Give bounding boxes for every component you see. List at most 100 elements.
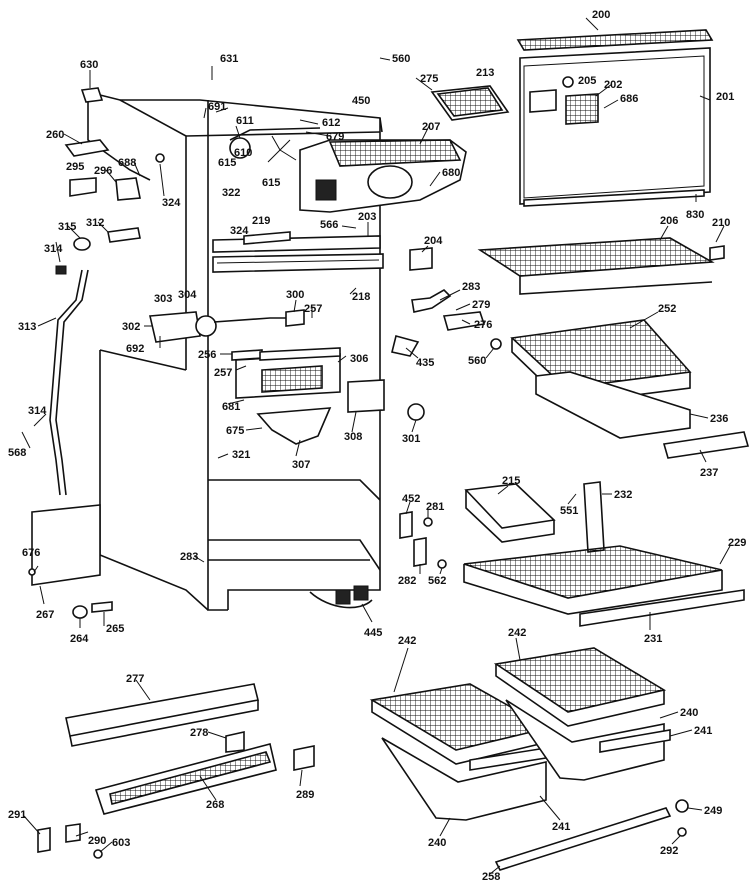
callout-295: 295 — [66, 161, 84, 173]
callout-322: 322 — [222, 187, 240, 199]
hinge-parts-left — [55, 87, 165, 275]
callout-265: 265 — [106, 623, 124, 635]
callout-201: 201 — [716, 91, 734, 103]
callout-202: 202 — [604, 79, 622, 91]
callout-435: 435 — [416, 357, 434, 369]
callout-277: 277 — [126, 673, 144, 685]
rail-hardware — [675, 799, 689, 837]
callout-232: 232 — [614, 489, 632, 501]
callout-301: 301 — [402, 433, 420, 445]
callout-240-lower: 240 — [428, 837, 446, 849]
chill-drawer — [510, 319, 750, 459]
callout-289: 289 — [296, 789, 314, 801]
callout-566: 566 — [320, 219, 338, 231]
callout-304: 304 — [178, 289, 197, 301]
freezer-shelf — [477, 237, 725, 295]
callout-242-left: 242 — [398, 635, 416, 647]
callout-560-lower: 560 — [468, 355, 486, 367]
callout-686: 686 — [620, 93, 638, 105]
callout-278: 278 — [190, 727, 208, 739]
callout-630: 630 — [80, 59, 98, 71]
shelf-hardware — [399, 511, 447, 569]
callout-292: 292 — [660, 845, 678, 857]
callout-218: 218 — [352, 291, 370, 303]
drain-tube — [49, 269, 89, 496]
callout-207: 207 — [422, 121, 440, 133]
shelf-support — [583, 481, 605, 553]
callout-231: 231 — [644, 633, 662, 645]
callout-688: 688 — [118, 157, 136, 169]
callout-219: 219 — [252, 215, 270, 227]
callout-300: 300 — [286, 289, 304, 301]
callout-562: 562 — [428, 575, 446, 587]
callout-276: 276 — [474, 319, 492, 331]
callout-307: 307 — [292, 459, 310, 471]
ice-tray — [430, 85, 510, 121]
callout-315: 315 — [58, 221, 76, 233]
callout-615-left: 615 — [218, 157, 236, 169]
shelf-brackets — [391, 247, 502, 357]
callout-675: 675 — [226, 425, 244, 437]
callout-452: 452 — [402, 493, 420, 505]
crisper-left — [369, 683, 551, 821]
control-assembly — [149, 309, 305, 361]
callout-236: 236 — [710, 413, 728, 425]
callout-labels: 200 201 202 203 204 205 206 207 210 213 … — [8, 9, 746, 883]
callout-282: 282 — [398, 575, 416, 587]
callout-241-center: 241 — [552, 821, 570, 833]
crisper-right — [493, 647, 671, 781]
callout-260: 260 — [46, 129, 64, 141]
callout-615-right: 615 — [262, 177, 280, 189]
light-shield — [243, 231, 291, 245]
callout-203: 203 — [358, 211, 376, 223]
callout-215: 215 — [502, 475, 520, 487]
wire-harness — [309, 585, 373, 609]
callout-680: 680 — [442, 167, 460, 179]
callout-610: 610 — [234, 147, 252, 159]
callout-296: 296 — [94, 165, 112, 177]
callout-291: 291 — [8, 809, 26, 821]
callout-205: 205 — [578, 75, 596, 87]
callout-237: 237 — [700, 467, 718, 479]
callout-313: 313 — [18, 321, 36, 333]
callout-611: 611 — [236, 115, 254, 127]
callout-204: 204 — [424, 235, 443, 247]
callout-275: 275 — [420, 73, 438, 85]
callout-240-upper: 240 — [680, 707, 698, 719]
callout-681: 681 — [222, 401, 240, 413]
callout-283-upper: 283 — [462, 281, 480, 293]
callout-302: 302 — [122, 321, 140, 333]
evaporator-cover — [229, 127, 467, 213]
callout-321: 321 — [232, 449, 250, 461]
callout-324-left: 324 — [162, 197, 181, 209]
callout-200: 200 — [592, 9, 610, 21]
lower-hinge-bracket — [65, 683, 259, 747]
callout-308: 308 — [344, 431, 362, 443]
back-panel — [31, 504, 101, 586]
callout-267: 267 — [36, 609, 54, 621]
legs — [28, 568, 113, 619]
callout-206: 206 — [660, 215, 678, 227]
callout-281: 281 — [426, 501, 444, 513]
fresh-food-shelf — [463, 545, 745, 627]
bin — [464, 483, 556, 543]
callout-560-upper: 560 — [392, 53, 410, 65]
callout-603: 603 — [112, 837, 130, 849]
callout-257-lower: 257 — [214, 367, 232, 379]
callout-450: 450 — [352, 95, 370, 107]
callout-210: 210 — [712, 217, 730, 229]
grille-clips — [37, 731, 315, 859]
temperature-control-box — [235, 347, 425, 445]
callout-314-lower: 314 — [28, 405, 47, 417]
leader-lines — [21, 17, 731, 875]
callout-306: 306 — [350, 353, 368, 365]
callout-691: 691 — [208, 101, 226, 113]
callout-551: 551 — [560, 505, 578, 517]
callout-257-upper: 257 — [304, 303, 322, 315]
callout-445: 445 — [364, 627, 382, 639]
mullion-bar — [212, 235, 384, 273]
callout-256: 256 — [198, 349, 216, 361]
callout-679: 679 — [326, 131, 344, 143]
callout-242-right: 242 — [508, 627, 526, 639]
